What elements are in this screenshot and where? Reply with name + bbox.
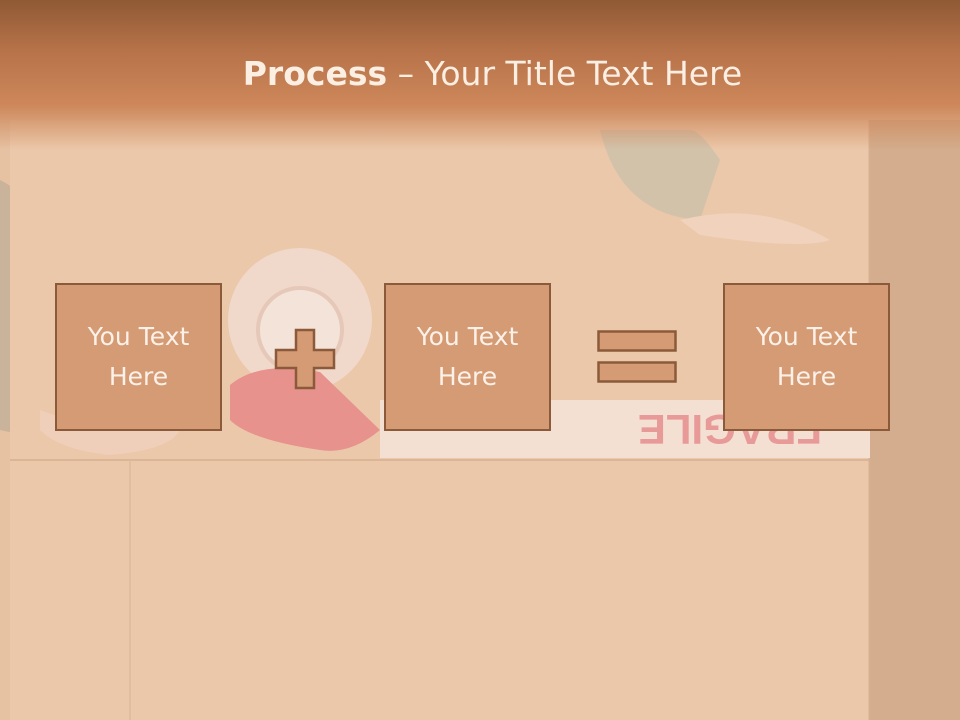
text-box-2[interactable]: You Text Here [384, 283, 551, 431]
equals-icon [597, 330, 677, 383]
text-box-label: You Text Here [416, 322, 519, 391]
title-rest: – Your Title Text Here [387, 54, 743, 93]
text-box-label: You Text Here [755, 322, 858, 391]
slide-title: Process – Your Title Text Here [0, 52, 960, 96]
plus-icon [274, 328, 336, 390]
header-band [0, 0, 960, 150]
text-box-1[interactable]: You Text Here [55, 283, 222, 431]
text-box-label: You Text Here [87, 322, 190, 391]
text-box-3[interactable]: You Text Here [723, 283, 890, 431]
title-bold: Process [242, 54, 388, 93]
